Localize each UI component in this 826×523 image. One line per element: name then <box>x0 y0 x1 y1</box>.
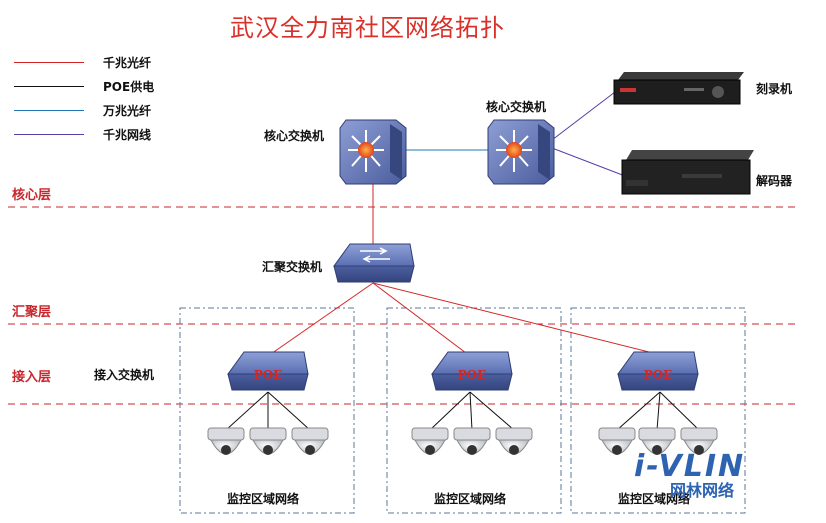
dome-camera-icon[interactable] <box>453 427 491 455</box>
link-core-to-recorder <box>551 91 616 141</box>
core-switch-right-label: 核心交换机 <box>486 100 547 114</box>
dome-camera-icon[interactable] <box>680 427 718 455</box>
layer-label-aggregation: 汇聚层 <box>12 305 52 320</box>
brand-watermark-sub: 网林网络 <box>670 481 735 500</box>
legend-line-10g-fiber <box>14 110 84 111</box>
link-agg-to-access-2 <box>372 282 471 357</box>
legend-label: 千兆光纤 <box>103 56 152 70</box>
layer-label-access: 接入层 <box>12 370 52 385</box>
recorder-icon[interactable] <box>613 72 744 105</box>
dome-camera-icon[interactable] <box>207 427 245 455</box>
legend-label: POE供电 <box>103 80 155 94</box>
dome-camera-icon[interactable] <box>249 427 287 455</box>
legend-line-gigabit-fiber <box>14 62 84 63</box>
layer-label-core: 核心层 <box>12 188 52 203</box>
dome-camera-icon[interactable] <box>411 427 449 455</box>
dome-camera-icon[interactable] <box>495 427 533 455</box>
aggregation-switch-icon[interactable] <box>333 243 415 283</box>
recorder-label: 刻录机 <box>756 82 793 96</box>
zone-box-3 <box>570 307 746 514</box>
brand-watermark-logo: i-VLIN <box>634 449 746 484</box>
dome-camera-icon[interactable] <box>291 427 329 455</box>
aggregation-switch-label: 汇聚交换机 <box>262 260 323 274</box>
core-switch-right-icon[interactable] <box>487 119 555 185</box>
legend-line-gigabit-cable <box>14 134 84 135</box>
decoder-label: 解码器 <box>756 174 793 188</box>
dome-camera-icon[interactable] <box>638 427 676 455</box>
core-switch-left-icon[interactable] <box>339 119 407 185</box>
core-switch-left-label: 核心交换机 <box>264 129 325 143</box>
zone-label: 监控区域网络 <box>618 492 691 506</box>
poe-label: POE <box>458 368 487 382</box>
zone-label: 监控区域网络 <box>227 492 300 506</box>
legend-label: 千兆网线 <box>103 128 152 142</box>
poe-links-zone-2 <box>429 391 515 431</box>
link-agg-to-access-3 <box>372 282 666 357</box>
legend-line-poe <box>14 86 84 87</box>
poe-links-zone-3 <box>616 391 700 431</box>
access-switch-3-icon[interactable] <box>617 351 699 391</box>
legend-label: 万兆光纤 <box>103 104 152 118</box>
poe-label: POE <box>644 368 673 382</box>
zone-box-2 <box>386 307 562 514</box>
access-switch-2-icon[interactable] <box>431 351 513 391</box>
poe-label: POE <box>254 368 283 382</box>
link-agg-to-access-1 <box>267 282 374 357</box>
link-core-to-decoder <box>551 147 626 177</box>
brand-watermark: i-VLIN 网林网络 <box>634 452 804 507</box>
dome-camera-icon[interactable] <box>598 427 636 455</box>
poe-links-zone-1 <box>225 391 311 431</box>
decoder-icon[interactable] <box>621 150 754 195</box>
access-switch-label: 接入交换机 <box>94 368 155 382</box>
diagram-title: 武汉全力南社区网络拓扑 <box>230 14 505 42</box>
zone-label: 监控区域网络 <box>434 492 507 506</box>
access-switch-1-icon[interactable] <box>227 351 309 391</box>
zone-box-1 <box>179 307 355 514</box>
